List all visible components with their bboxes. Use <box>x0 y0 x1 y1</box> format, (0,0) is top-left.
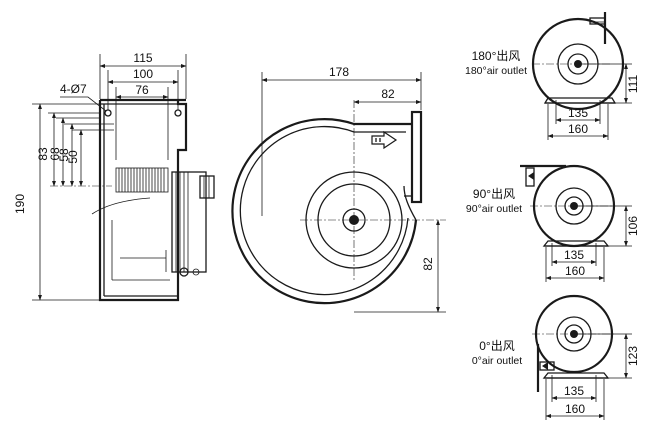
section-curve <box>91 197 151 215</box>
terminal-block <box>199 175 215 199</box>
motor-body <box>171 171 207 273</box>
dim-height-total: 190 <box>13 194 27 214</box>
outlet-label-cn: 180°出风 <box>472 49 521 63</box>
dim-front-width: 178 <box>329 65 349 79</box>
side-view: 115 100 76 4-Ø7 190 83 68 58 50 <box>13 51 215 302</box>
outlet-flange <box>410 110 423 204</box>
airflow-arrow-icon <box>371 130 398 150</box>
dim-h83: 83 <box>36 147 50 161</box>
impeller-blades <box>118 168 165 192</box>
dim-h50: 50 <box>66 150 80 164</box>
scroll-tongue <box>403 185 417 221</box>
fastener <box>179 267 189 277</box>
impeller-section <box>115 167 169 193</box>
dim-h: 123 <box>626 346 640 366</box>
airflow-arrow-icon <box>528 172 534 180</box>
orientation-180: 135 160 111 180°出风 180°air outlet <box>465 12 640 140</box>
outlet-label-en: 0°air outlet <box>472 355 522 367</box>
dim-center-height: 82 <box>421 257 435 271</box>
dim-overall-width: 115 <box>133 51 152 65</box>
front-view: 178 82 82 <box>231 65 446 313</box>
dim-b: 160 <box>565 402 585 416</box>
outlet-label-en: 180°air outlet <box>465 65 527 77</box>
outlet-label-cn: 0°出风 <box>479 339 514 353</box>
orientation-0: 135 160 123 0°出风 0°air outlet <box>472 294 640 420</box>
dim-h68: 68 <box>48 147 62 161</box>
dim-mount-width: 100 <box>133 67 153 81</box>
dim-a: 135 <box>568 106 588 120</box>
dim-h: 106 <box>626 216 640 236</box>
dim-h: 111 <box>626 75 640 94</box>
dim-center-to-outlet: 82 <box>381 87 395 101</box>
scroll-housing-outer <box>231 118 418 305</box>
mount-hole <box>174 109 182 117</box>
dim-b: 160 <box>565 264 585 278</box>
dim-h58: 58 <box>57 148 71 162</box>
dim-b: 160 <box>568 122 588 136</box>
outlet-label-en: 90°air outlet <box>466 203 522 215</box>
outlet-flange <box>539 361 555 371</box>
base-foot <box>542 372 610 379</box>
dim-holes: 4-Ø7 <box>60 82 87 96</box>
fastener <box>192 268 200 276</box>
holes-leader <box>60 96 107 112</box>
airflow-arrow-icon <box>542 362 548 370</box>
outlet-label-cn: 90°出风 <box>473 187 515 201</box>
dim-a: 135 <box>564 248 584 262</box>
dim-inner-width: 76 <box>135 83 149 97</box>
scroll-housing-inner <box>239 125 409 296</box>
orientation-90: 135 160 106 90°出风 90°air outlet <box>466 164 640 282</box>
dim-a: 135 <box>564 384 584 398</box>
